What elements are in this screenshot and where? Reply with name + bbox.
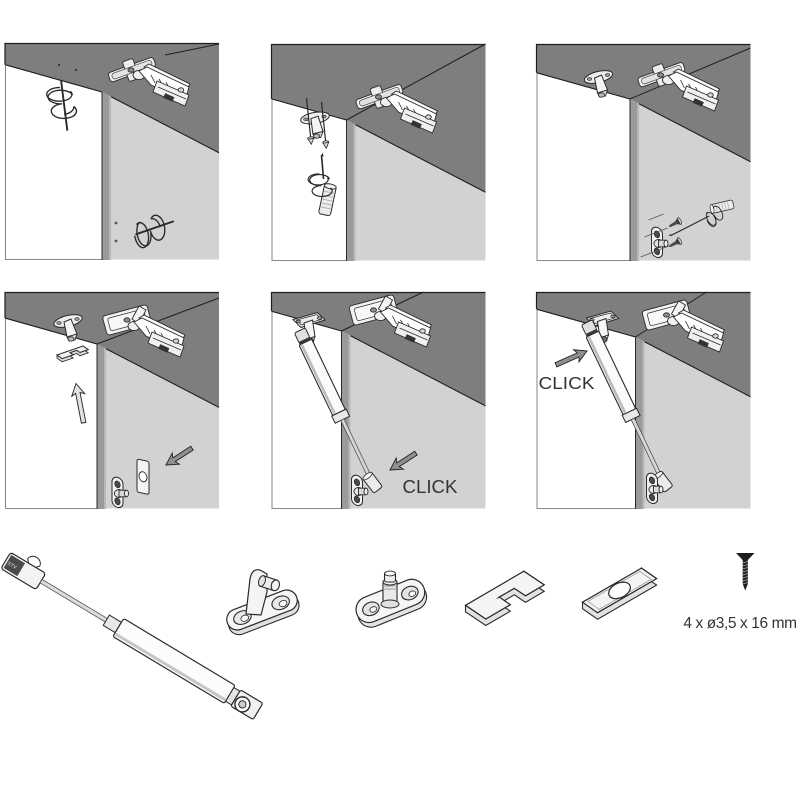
svg-text:4 x ø3,5 x 16 mm: 4 x ø3,5 x 16 mm — [683, 615, 796, 632]
svg-text:STV: STV — [6, 561, 18, 571]
svg-text:CLICK: CLICK — [539, 373, 595, 393]
svg-text:CLICK: CLICK — [403, 476, 459, 497]
